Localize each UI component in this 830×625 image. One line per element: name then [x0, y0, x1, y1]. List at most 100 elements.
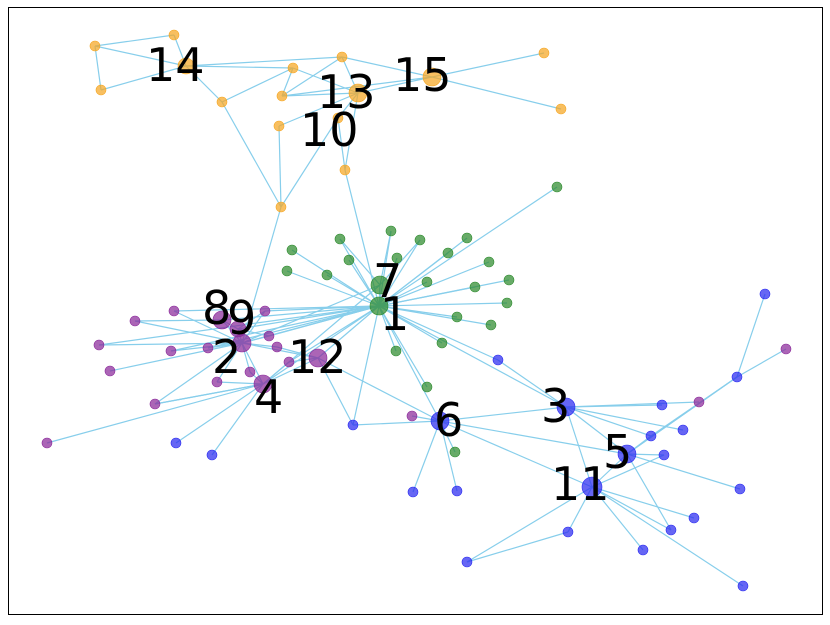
graph-node: [442, 247, 454, 259]
graph-edge: [626, 453, 741, 490]
graph-node: [421, 276, 433, 288]
graph-edge: [173, 310, 243, 344]
graph-edge: [341, 56, 433, 78]
graph-edge: [378, 305, 441, 422]
graph-edge: [94, 45, 102, 91]
graph-node-14: [177, 57, 195, 75]
graph-edge: [281, 56, 343, 97]
graph-node: [149, 398, 161, 410]
node-label-8: 8: [202, 281, 231, 335]
graph-edge: [591, 486, 744, 587]
node-label-6: 6: [434, 393, 463, 447]
nodes-layer: [41, 29, 792, 592]
graph-node: [244, 366, 256, 378]
graph-edge: [565, 401, 700, 408]
graph-edge: [352, 420, 441, 426]
graph-node: [485, 319, 497, 331]
graph-edge: [211, 383, 264, 456]
graph-edge: [134, 320, 243, 344]
graph-edge: [281, 92, 359, 97]
graph-edge: [185, 65, 223, 103]
node-label-7: 7: [373, 254, 402, 308]
graph-edge: [650, 376, 738, 437]
graph-node: [759, 288, 771, 300]
graph-node: [286, 244, 298, 256]
graph-node: [202, 342, 214, 354]
node-label-14: 14: [146, 38, 205, 92]
graph-edge: [439, 406, 567, 422]
graph-node: [385, 225, 397, 237]
graph-node-3: [556, 397, 576, 417]
graph-node: [780, 343, 792, 355]
graph-node: [334, 233, 346, 245]
node-label-13: 13: [317, 65, 376, 119]
graph-edge: [352, 305, 380, 426]
graph-node-1: [369, 296, 389, 316]
graph-node: [688, 512, 700, 524]
graph-node: [275, 201, 287, 213]
graph-edge: [497, 359, 567, 408]
node-label-10: 10: [300, 103, 359, 157]
graph-node: [449, 446, 461, 458]
graph-edge: [337, 117, 346, 171]
graph-edge: [378, 261, 490, 307]
graph-node: [677, 424, 689, 436]
graph-edge: [278, 125, 282, 208]
graph-edge: [264, 305, 380, 312]
graph-node: [483, 256, 495, 268]
graph-edge: [94, 34, 175, 47]
graph-edge: [565, 406, 628, 455]
graph-edge: [378, 305, 567, 408]
graph-edge: [154, 383, 264, 405]
graph-edge: [378, 239, 421, 307]
graph-edge: [565, 406, 593, 488]
graph-edge: [262, 305, 380, 385]
graph-edge: [94, 45, 187, 67]
graph-node: [95, 84, 107, 96]
graph-edge: [466, 486, 593, 563]
graph-edge: [185, 65, 294, 69]
graph-edge: [591, 486, 672, 531]
graph-edge: [100, 65, 187, 91]
graph-node: [390, 345, 402, 357]
graph-node-6: [430, 411, 450, 431]
graph-node: [469, 281, 481, 293]
graph-node: [555, 103, 567, 115]
graph-node: [339, 164, 351, 176]
graph-edge: [431, 52, 545, 78]
graph-edge: [173, 305, 380, 312]
graph-node-12: [308, 348, 328, 368]
graph-edge: [268, 305, 380, 337]
node-label-3: 3: [541, 379, 570, 433]
graph-edge: [109, 342, 243, 372]
graph-edge: [339, 238, 380, 307]
graph-edge: [134, 319, 223, 322]
node-label-5: 5: [603, 425, 632, 479]
node-label-15: 15: [393, 48, 452, 102]
graph-node: [421, 381, 433, 393]
graph-node: [216, 96, 228, 108]
graph-node: [501, 297, 513, 309]
graph-edge: [439, 420, 458, 492]
graph-node: [287, 62, 299, 74]
node-label-12: 12: [288, 330, 347, 384]
graph-edge: [185, 56, 343, 67]
graph-node: [562, 526, 574, 538]
graph-node: [551, 181, 563, 193]
graph-edge: [378, 186, 558, 307]
graph-edge: [288, 305, 380, 363]
graph-node: [538, 47, 550, 59]
node-label-2: 2: [212, 330, 241, 384]
graph-edge: [175, 383, 264, 444]
graph-node: [658, 449, 670, 461]
graph-node: [737, 580, 749, 592]
graph-edge: [221, 67, 294, 103]
graph-edge: [286, 270, 380, 307]
graph-node-13: [348, 83, 368, 103]
graph-edge: [46, 383, 264, 444]
graph-node-10: [332, 112, 344, 124]
graph-edge: [339, 238, 381, 286]
graph-node: [637, 544, 649, 556]
graph-edge: [591, 486, 644, 551]
